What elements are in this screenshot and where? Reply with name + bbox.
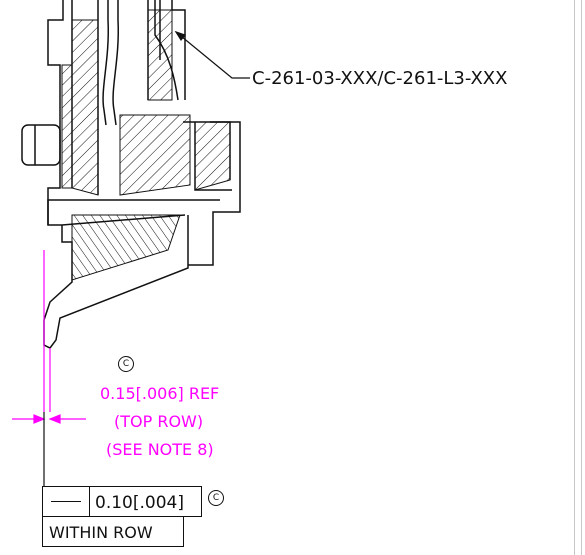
flatness-symbol-cell (43, 487, 90, 516)
section-hatching (61, 9, 231, 281)
within-row-label: WITHIN ROW (49, 523, 153, 542)
dimension-note: (SEE NOTE 8) (106, 440, 214, 459)
part-number-callout: C-261-03-XXX/C-261-L3-XXX (252, 68, 508, 89)
fcf-tolerance: 0.10[.004] (95, 493, 184, 513)
dimension-lines (12, 250, 86, 424)
fcf-c-symbol: C (208, 490, 224, 506)
within-row-box: WITHIN ROW (42, 517, 184, 547)
page-edge (574, 0, 582, 555)
dimension-c-symbol: C (118, 356, 134, 372)
flatness-icon (51, 501, 81, 502)
dimension-top-row: (TOP ROW) (114, 412, 204, 431)
callout-leader (174, 30, 250, 79)
dimension-value: 0.15[.006] REF (100, 384, 220, 403)
feature-control-frame: 0.10[.004] (42, 486, 202, 517)
